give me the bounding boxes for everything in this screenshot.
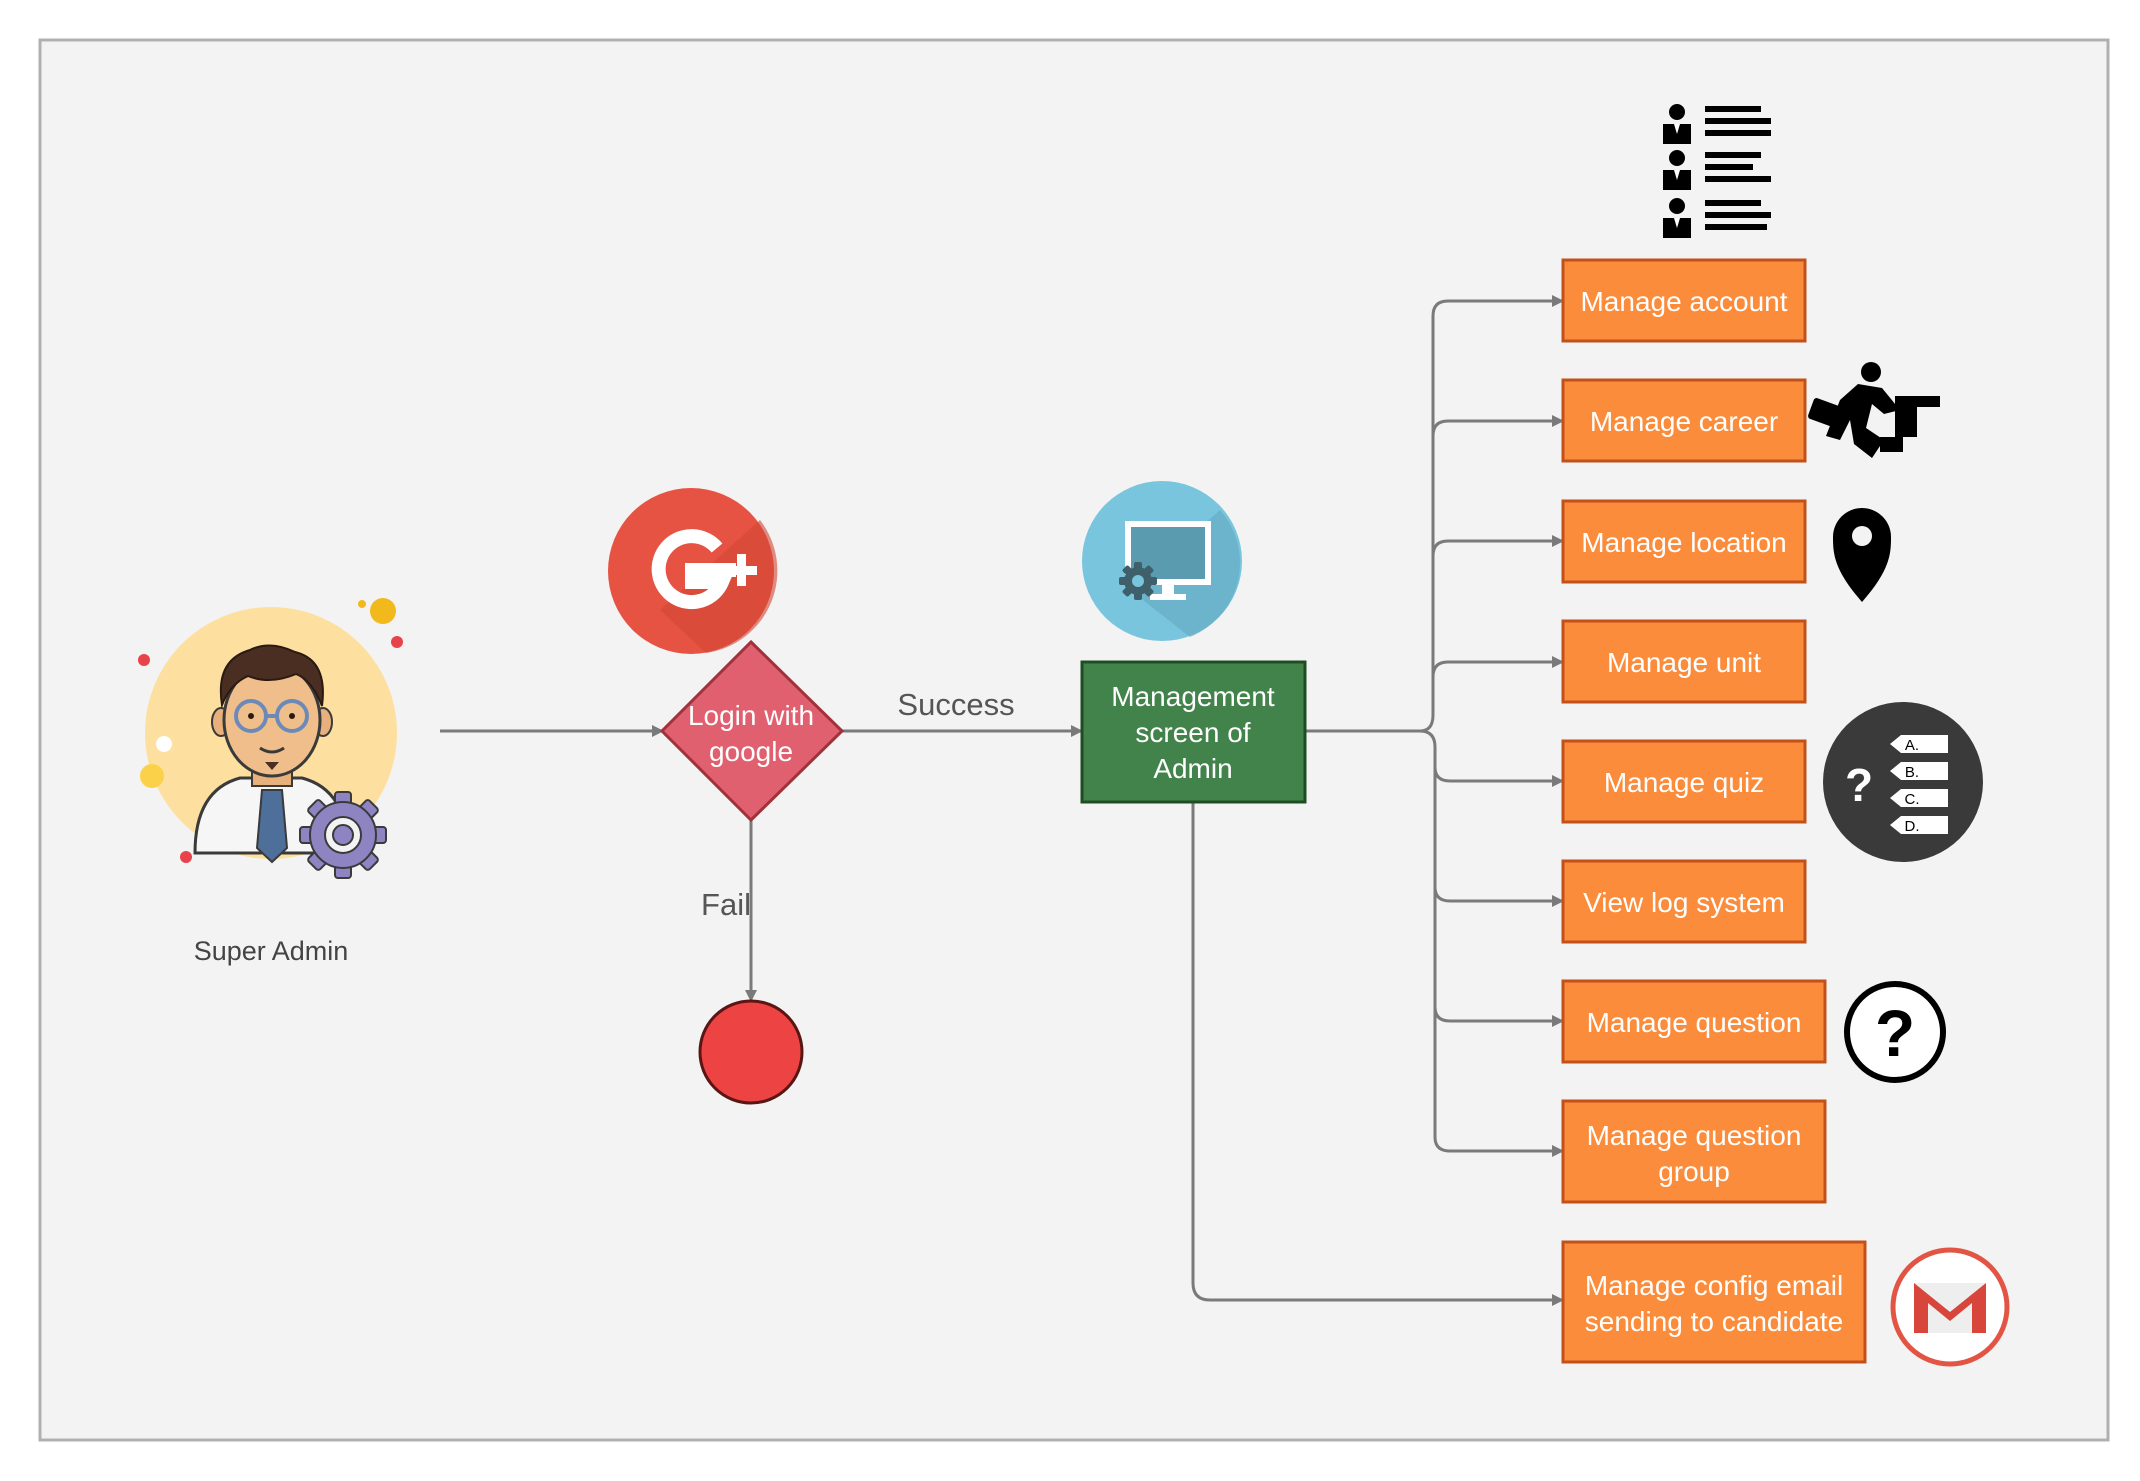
decision-label-line2: google bbox=[709, 736, 793, 767]
edge-to-manage-career bbox=[1431, 415, 1564, 437]
fail-end-node bbox=[698, 999, 804, 1105]
menu-box-manage-career: Manage career bbox=[1561, 378, 1807, 463]
menu-box-manage-question: Manage question bbox=[1561, 979, 1827, 1064]
edge-to-manage-question-group bbox=[1419, 729, 1564, 1157]
menu-label-manage-question-group-line1: Manage question bbox=[1587, 1120, 1802, 1151]
question-icon: ? bbox=[1844, 981, 1946, 1083]
account-list-icon bbox=[1663, 104, 1771, 238]
gear-icon bbox=[299, 791, 387, 879]
menu-label-manage-quiz: Manage quiz bbox=[1604, 767, 1764, 798]
edge-to-manage-account bbox=[1419, 295, 1564, 733]
admin-screen-line3: Admin bbox=[1153, 753, 1232, 784]
menu-label-manage-location: Manage location bbox=[1581, 527, 1786, 558]
quiz-option-c: C. bbox=[1905, 791, 1920, 808]
menu-box-manage-config-email: Manage config email sending to candidate bbox=[1561, 1240, 1867, 1364]
menu-box-view-log-system: View log system bbox=[1561, 859, 1807, 944]
menu-label-manage-career: Manage career bbox=[1590, 406, 1778, 437]
menu-label-view-log-system: View log system bbox=[1583, 887, 1785, 918]
menu-label-manage-unit: Manage unit bbox=[1607, 647, 1761, 678]
svg-text:?: ? bbox=[1845, 759, 1873, 811]
edge-to-manage-quiz bbox=[1433, 766, 1564, 787]
connectors bbox=[440, 295, 1564, 1306]
quiz-icon: ? A. B. C. D. bbox=[1823, 702, 1983, 862]
menu-label-config-email-line2: sending to candidate bbox=[1585, 1306, 1843, 1337]
management-screen-admin: Management screen of Admin bbox=[1080, 660, 1307, 804]
monitor-gear-icon bbox=[1119, 562, 1157, 600]
quiz-option-a: A. bbox=[1905, 737, 1919, 754]
menu-box-manage-quiz: Manage quiz bbox=[1561, 739, 1807, 824]
menu-box-manage-question-group: Manage question group bbox=[1561, 1099, 1827, 1204]
edge-to-config-email bbox=[1191, 800, 1564, 1306]
edge-to-manage-question bbox=[1433, 1006, 1564, 1027]
edge-to-manage-location bbox=[1431, 535, 1564, 557]
google-plus-icon bbox=[608, 488, 778, 654]
admin-screen-line1: Management bbox=[1111, 681, 1275, 712]
menu-label-manage-question: Manage question bbox=[1587, 1007, 1802, 1038]
quiz-option-d: D. bbox=[1905, 818, 1920, 835]
admin-screen-line2: screen of bbox=[1135, 717, 1250, 748]
edge-to-view-log bbox=[1433, 886, 1564, 907]
career-stairs-icon bbox=[1808, 362, 1940, 458]
super-admin-avatar bbox=[138, 598, 403, 879]
edge-label-success: Success bbox=[897, 687, 1014, 722]
edge-label-fail: Fail bbox=[701, 887, 751, 922]
svg-text:?: ? bbox=[1875, 996, 1915, 1070]
admin-monitor-icon bbox=[1082, 481, 1242, 641]
quiz-option-b: B. bbox=[1905, 764, 1919, 781]
menu-box-manage-account: Manage account bbox=[1561, 258, 1807, 343]
decision-label-line1: Login with bbox=[688, 700, 814, 731]
menu-label-manage-question-group-line2: group bbox=[1658, 1156, 1730, 1187]
login-with-google-decision: Login with google bbox=[659, 639, 845, 823]
menu-label-config-email-line1: Manage config email bbox=[1585, 1270, 1843, 1301]
gmail-icon bbox=[1890, 1247, 2010, 1367]
menu-box-manage-unit: Manage unit bbox=[1561, 619, 1807, 704]
location-pin-icon bbox=[1833, 508, 1891, 602]
actor-label: Super Admin bbox=[194, 936, 349, 966]
edge-to-manage-unit bbox=[1431, 656, 1564, 678]
menu-label-manage-account: Manage account bbox=[1580, 286, 1787, 317]
menu-box-manage-location: Manage location bbox=[1561, 499, 1807, 584]
